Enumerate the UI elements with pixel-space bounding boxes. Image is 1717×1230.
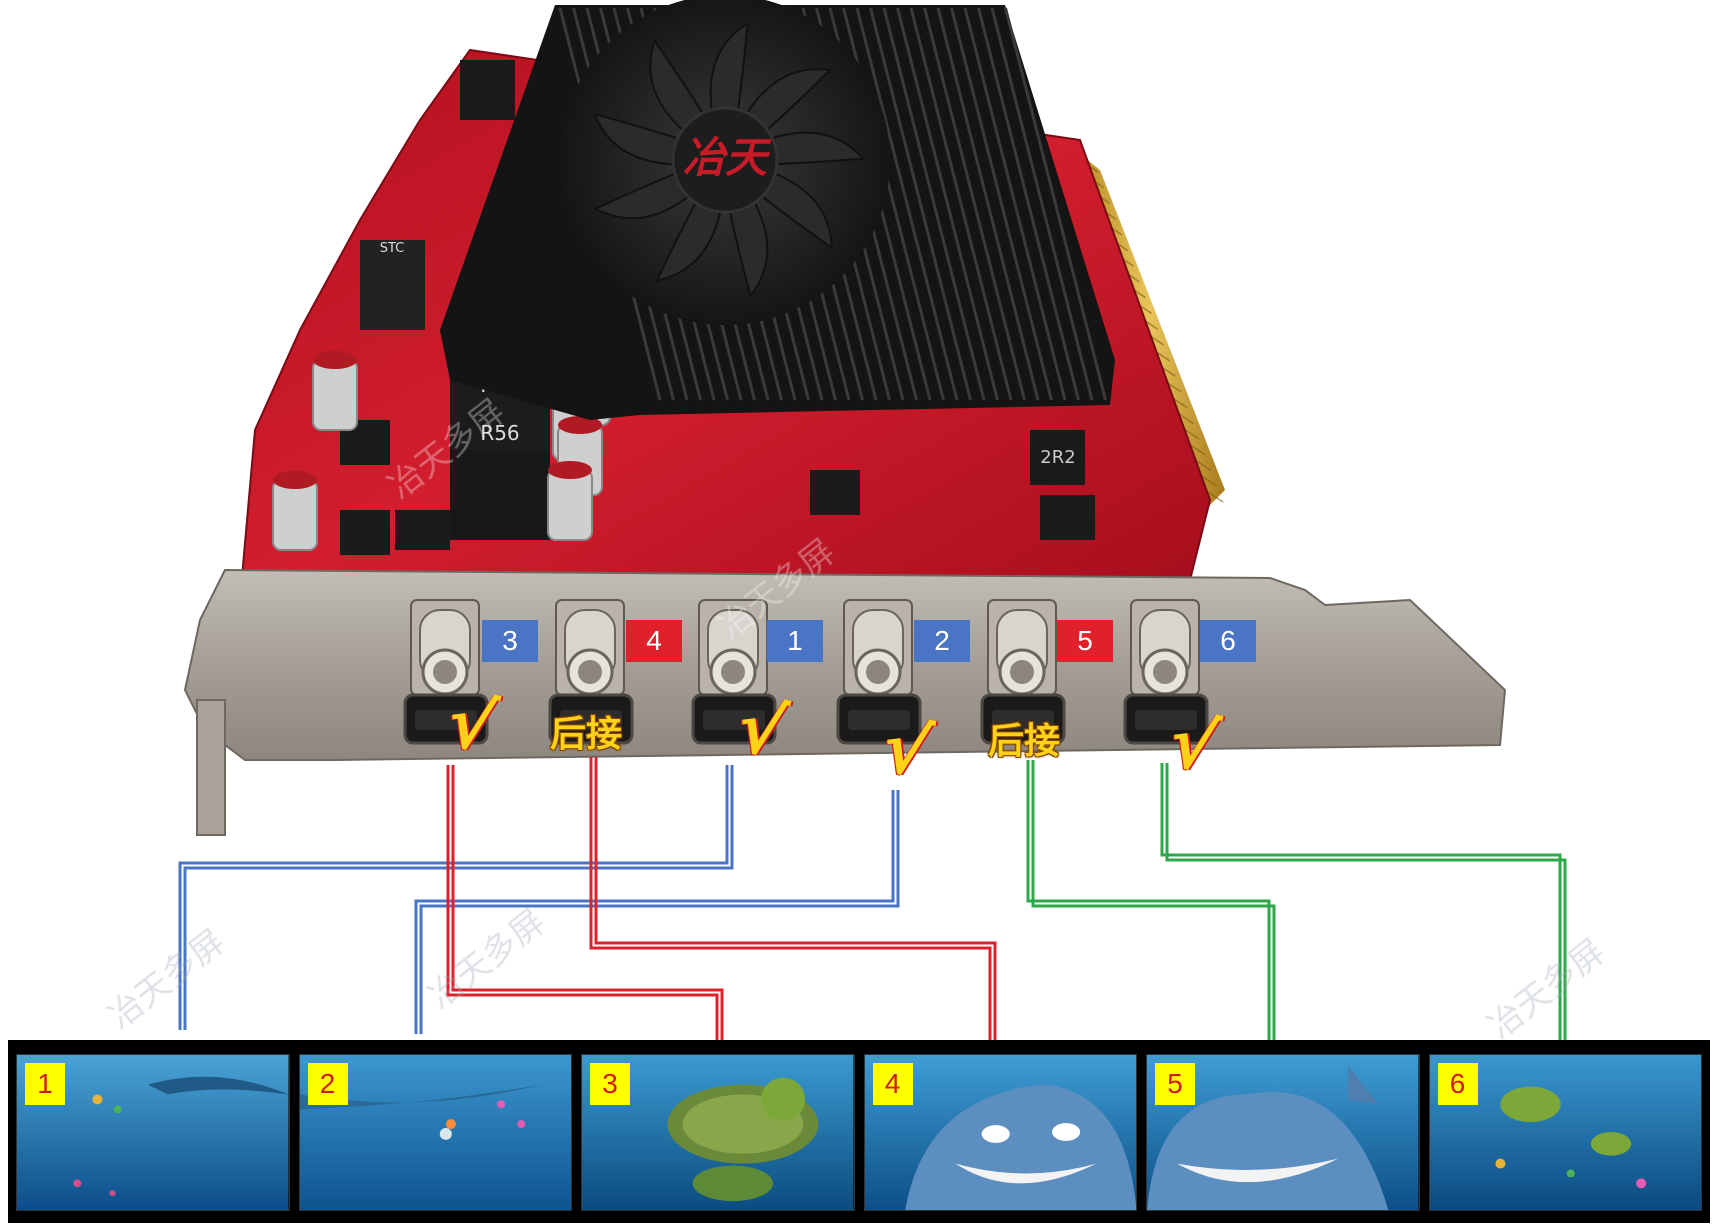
rear-connect-note-left: 后接 — [550, 714, 623, 755]
screen-3: 3 — [581, 1054, 855, 1211]
svg-text:冶天多屏: 冶天多屏 — [1481, 932, 1613, 1047]
port-label-1: 1 — [767, 620, 823, 662]
monitor-wall: 1 2 3 — [8, 1040, 1710, 1223]
line-port5-screen5 — [1031, 760, 1276, 1042]
port-label-6: 6 — [1200, 620, 1256, 662]
connection-lines — [178, 757, 1567, 1042]
line-port4-screen4 — [594, 757, 997, 1042]
cooling-fan: 冶天 — [560, 0, 890, 325]
screen-number: 6 — [1437, 1063, 1478, 1105]
svg-text:冶天多屏: 冶天多屏 — [101, 922, 233, 1037]
screen-number: 2 — [307, 1063, 348, 1105]
display-ports — [403, 599, 1209, 745]
screen-number: 4 — [872, 1063, 913, 1105]
port-label-4: 4 — [626, 620, 682, 662]
mini-dp-port-1 — [691, 599, 777, 745]
line-port2-screen2 — [419, 790, 900, 1034]
screen-number: 3 — [590, 1063, 630, 1105]
line-port6-screen6 — [1165, 763, 1567, 1042]
card-logo: 冶天 — [683, 133, 772, 182]
mark-2r2: 2R2 — [1040, 447, 1075, 468]
port-label-5: 5 — [1057, 620, 1113, 662]
line-port3-screen3 — [451, 765, 724, 1042]
screen-number: 5 — [1155, 1063, 1195, 1105]
screen-number: 1 — [25, 1063, 65, 1105]
mini-dp-port-6 — [1123, 599, 1209, 745]
mini-dp-port-5 — [980, 599, 1066, 745]
mini-dp-port-2 — [836, 599, 922, 745]
port-label-3: 3 — [482, 620, 538, 662]
port-label-2: 2 — [914, 620, 970, 662]
screen-6: 6 — [1428, 1054, 1702, 1211]
mini-dp-port-3 — [403, 599, 489, 745]
screen-2: 2 — [298, 1054, 572, 1211]
mini-dp-port-4 — [548, 599, 634, 745]
screen-4: 4 — [863, 1054, 1137, 1211]
screen-4-image — [864, 1055, 1136, 1210]
mark-r56-b: R56 — [480, 421, 519, 445]
rear-connect-note-right: 后接 — [988, 721, 1061, 762]
screen-5: 5 — [1146, 1054, 1420, 1211]
line-port1-screen1 — [183, 765, 734, 1030]
svg-text:冶天多屏: 冶天多屏 — [421, 902, 553, 1017]
mark-stc: STC — [380, 241, 405, 256]
svg-text:冶天多屏: 冶天多屏 — [1231, 452, 1363, 567]
screen-1: 1 — [16, 1054, 290, 1211]
screen-5-image — [1147, 1055, 1419, 1210]
